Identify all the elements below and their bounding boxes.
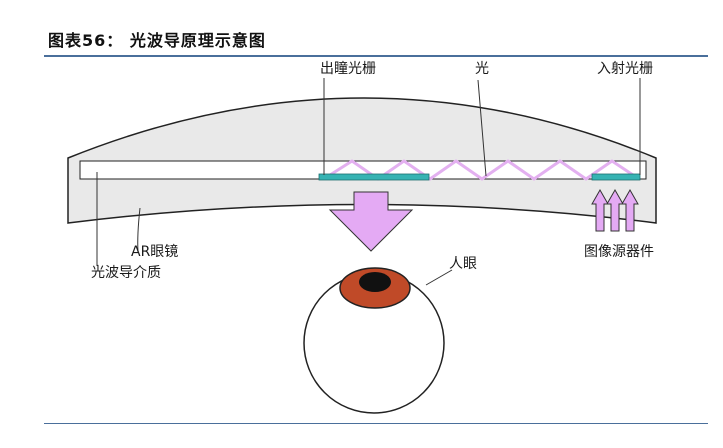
label-human-eye: 人眼 — [449, 256, 477, 272]
source-arrow-2 — [606, 188, 624, 232]
label-exit-grating: 出瞳光栅 — [320, 60, 376, 77]
bottom-rule — [44, 423, 708, 424]
source-arrow-3 — [621, 188, 639, 232]
output-arrow — [328, 191, 414, 252]
label-waveguide-medium: 光波导介质 — [91, 265, 161, 281]
label-light: 光 — [475, 61, 489, 77]
pupil — [359, 272, 391, 292]
entry-grating — [591, 173, 641, 181]
label-entry-grating: 入射光栅 — [597, 61, 653, 77]
top-rule — [44, 55, 708, 57]
light-leader — [477, 79, 487, 177]
image-source-arrows — [591, 188, 639, 232]
label-image-source: 图像源器件 — [584, 244, 654, 260]
label-ar-glasses: AR眼镜 — [131, 244, 178, 260]
ar-glasses-leader — [137, 207, 141, 253]
source-arrow-1 — [591, 188, 609, 232]
exit-grating — [318, 173, 430, 181]
eye-leader — [425, 269, 453, 286]
figure-title: 图表56： 光波导原理示意图 — [48, 31, 266, 50]
